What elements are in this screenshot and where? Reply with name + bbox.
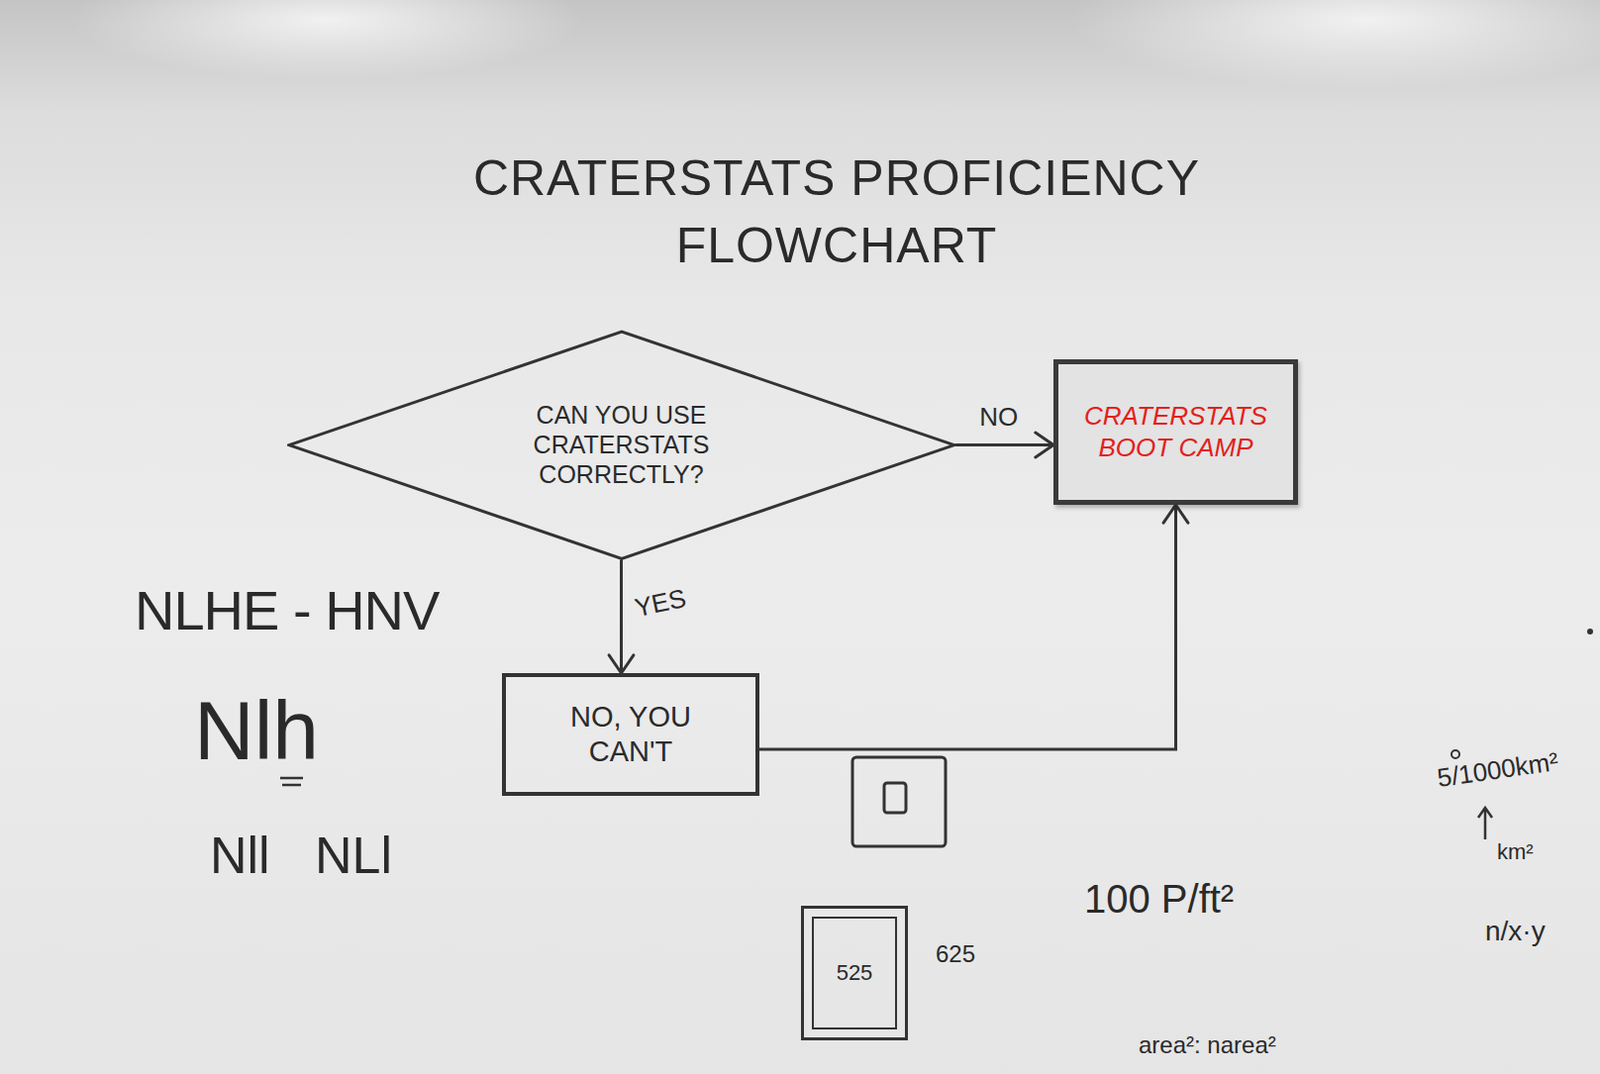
sketch-square-inner xyxy=(884,783,906,813)
bullet-dot xyxy=(1587,628,1594,635)
board-note: n/x·y xyxy=(1485,915,1546,948)
node-text: 525 xyxy=(836,960,874,987)
decision-diamond: CAN YOU USE CRATERSTATS CORRECTLY? xyxy=(287,329,957,561)
board-note: km² xyxy=(1497,839,1534,865)
sketch-square xyxy=(852,757,946,847)
sketch-arrow xyxy=(1478,807,1493,840)
board-note: 625 xyxy=(935,940,976,969)
board-note: area²: narea² xyxy=(1138,1031,1277,1060)
connector xyxy=(759,504,1189,750)
board-note: NLHE - HNV xyxy=(134,579,439,643)
diamond-shape xyxy=(289,331,955,559)
board-note: Nlh xyxy=(194,683,319,780)
sketch-dot xyxy=(1451,750,1460,759)
connector xyxy=(608,560,634,674)
note-box: 525 xyxy=(800,905,908,1041)
board-note: 100 P/ft² xyxy=(1084,876,1234,922)
edge-label: YES xyxy=(632,584,690,623)
double-underline xyxy=(280,778,303,786)
node-text: CRATERSTATS BOOT CAMP xyxy=(1074,400,1278,463)
connector xyxy=(955,432,1054,458)
board-note: 5/1000km² xyxy=(1435,747,1561,795)
board-note: Nll xyxy=(209,826,271,887)
process-box: CRATERSTATS BOOT CAMP xyxy=(1053,359,1299,505)
title: CRATERSTATS PROFICIENCY FLOWCHART xyxy=(396,144,1278,280)
board-note: NLl xyxy=(314,826,393,887)
node-text: CAN YOU USE CRATERSTATS CORRECTLY? xyxy=(482,400,760,490)
process-box: NO, YOU CAN'T xyxy=(501,673,760,797)
node-text: NO, YOU CAN'T xyxy=(551,700,710,770)
edge-label: NO xyxy=(979,402,1018,432)
